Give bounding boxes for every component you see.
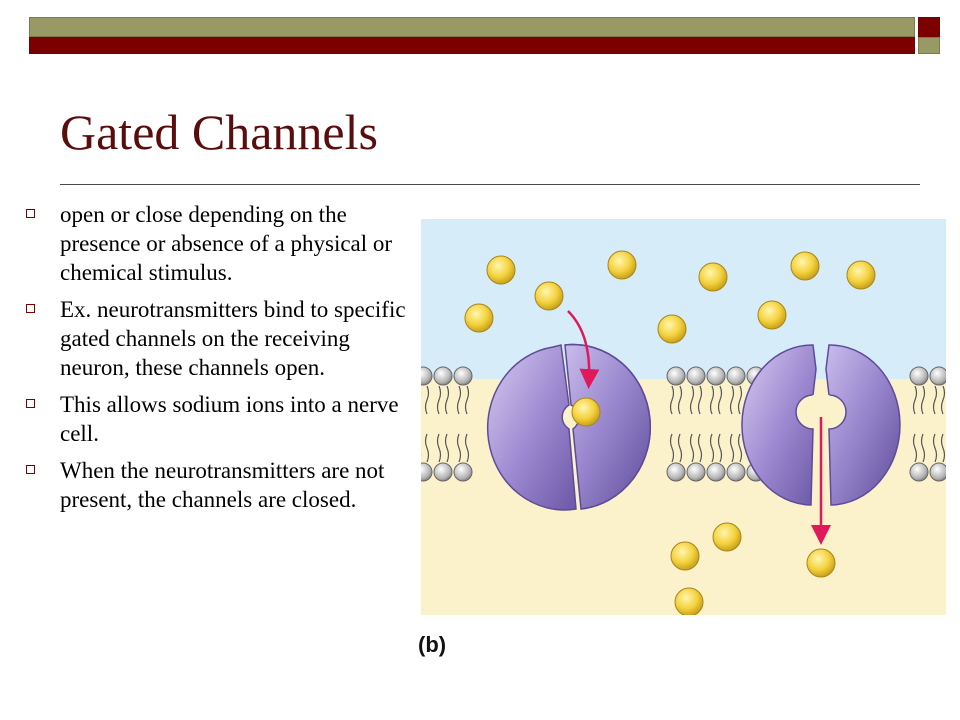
ion: [790, 251, 820, 281]
ion: [806, 548, 836, 578]
bullet-list: open or close depending on the presence …: [22, 200, 417, 522]
bound-ion: [571, 397, 601, 427]
ion: [846, 260, 876, 290]
ion: [657, 314, 687, 344]
phospholipid-head: [909, 462, 929, 482]
ion-path-arrow: [567, 310, 600, 389]
ion: [698, 262, 728, 292]
slide-title: Gated Channels: [60, 104, 378, 160]
bullet-square-icon: [26, 399, 35, 408]
bullet-text: Ex. neurotransmitters bind to specific g…: [60, 297, 406, 380]
bullet-text: open or close depending on the presence …: [60, 202, 393, 285]
phospholipid-head: [433, 366, 453, 386]
sodium-ions: [464, 250, 876, 615]
phospholipid-head: [929, 462, 946, 482]
ion: [670, 541, 700, 571]
bullet-item: This allows sodium ions into a nerve cel…: [22, 390, 417, 448]
phospholipid-head: [433, 462, 453, 482]
ion: [534, 281, 564, 311]
ion: [757, 300, 787, 330]
phospholipid-head: [706, 366, 726, 386]
header-bar-olive: [29, 17, 915, 37]
phospholipid-head: [666, 462, 686, 482]
bullet-item: Ex. neurotransmitters bind to specific g…: [22, 295, 417, 382]
bullet-item: When the neurotransmitters are not prese…: [22, 456, 417, 514]
ion: [712, 522, 742, 552]
ion: [607, 250, 637, 280]
ion: [674, 587, 704, 615]
header-bar-maroon: [29, 37, 915, 54]
ion: [486, 255, 516, 285]
bullet-square-icon: [26, 465, 35, 474]
title-divider: [60, 184, 920, 185]
phospholipid-head: [909, 366, 929, 386]
phospholipid-head: [421, 366, 433, 386]
phospholipid-head: [706, 462, 726, 482]
bullet-square-icon: [26, 304, 35, 313]
phospholipid-head: [453, 366, 473, 386]
phospholipid-head: [726, 462, 746, 482]
phospholipid-head: [686, 462, 706, 482]
phospholipid-head: [421, 462, 433, 482]
bullet-item: open or close depending on the presence …: [22, 200, 417, 287]
bullet-square-icon: [26, 209, 35, 218]
phospholipid-head: [666, 366, 686, 386]
corner-square-olive: [918, 37, 940, 54]
ion: [464, 303, 494, 333]
phospholipid-head: [726, 366, 746, 386]
bullet-text: When the neurotransmitters are not prese…: [60, 458, 385, 512]
figure-label: (b): [418, 632, 447, 657]
corner-square-maroon: [918, 17, 940, 37]
phospholipid-head: [453, 462, 473, 482]
gated-channel-diagram: [421, 219, 946, 615]
bullet-text: This allows sodium ions into a nerve cel…: [60, 392, 399, 446]
phospholipid-head: [929, 366, 946, 386]
phospholipid-head: [686, 366, 706, 386]
